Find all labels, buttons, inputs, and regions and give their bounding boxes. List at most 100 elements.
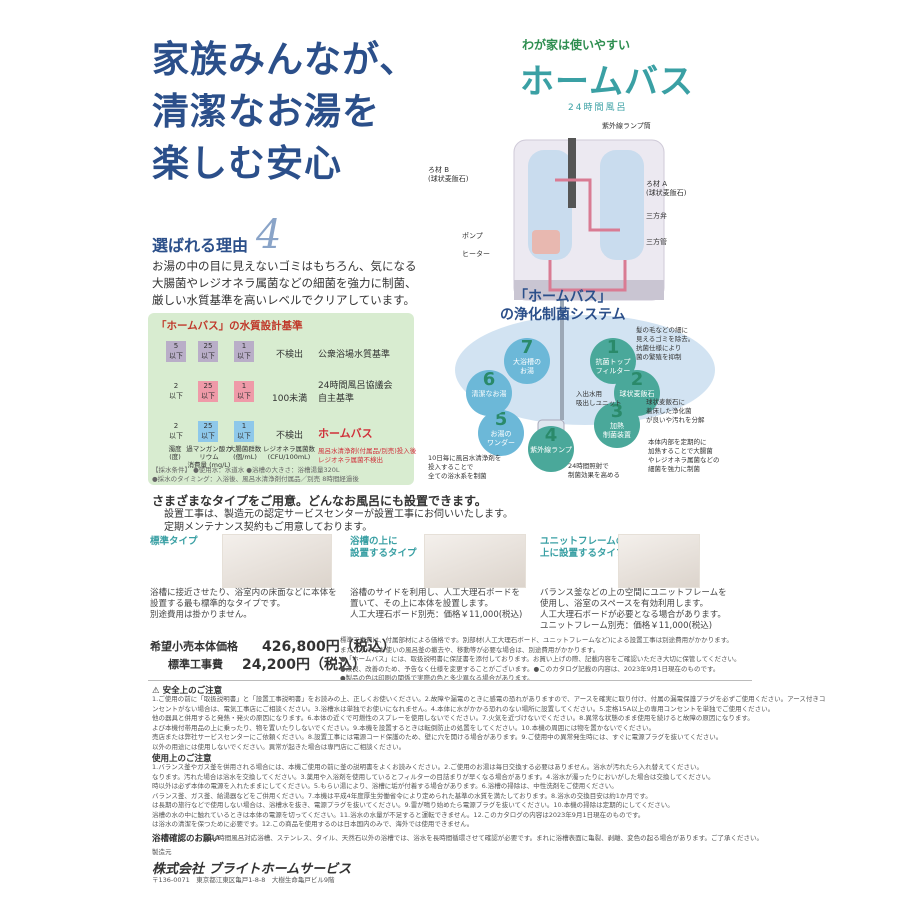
warning-icon: ⚠	[152, 686, 160, 696]
step-number: 4	[544, 425, 558, 446]
brand-name: ホームバス	[520, 62, 694, 102]
step-3: 3 加熱 制菌装置	[594, 402, 640, 448]
aftercare-line: 24時間風呂対応浴槽、ステンレス、タイル、天然石以外の浴槽では、浴水を長時間循環…	[210, 834, 763, 842]
headline: 家族みんなが、 清潔なお湯を 楽しむ安心	[152, 34, 492, 190]
desc-step4: 24時間照射で 制菌効果を高める	[568, 462, 620, 479]
type3-desc-line: 人工大理石ボードが必要となる場合があります。	[540, 610, 726, 620]
types-lead-sub: 設置工事は、製造元の認定サービスセンターが設置工事にお伺いいたします。 定期メン…	[164, 508, 513, 534]
price-note: また、すでにお使いの風呂釜の撤去や、移動等が必要な場合は、別途費用がかかります。	[340, 645, 600, 654]
intro-line: 大腸菌やレジオネラ属菌などの細菌を強力に制菌、	[152, 276, 417, 290]
price-install: 24,200円（税込）	[242, 657, 367, 673]
step-6: 6 清潔なお湯	[466, 370, 512, 416]
maker-name: 株式会社 ブライトホームサービス	[152, 862, 352, 877]
spec-row2-result: 100未満	[272, 394, 308, 404]
price-note: ●「ホームバス」には、取扱説明書に保証書を添付しております。お買い上げの際、記載…	[340, 655, 741, 663]
step-label: 紫外線ランプ	[530, 446, 572, 454]
spec-cell: 25 以下	[198, 421, 218, 442]
spec-cell: 25 以下	[198, 381, 218, 402]
types-lead-line: 設置工事は、製造元の認定サービスセンターが設置工事にお伺いいたします。	[164, 509, 513, 520]
spec-row3-brand: ホームバス	[318, 427, 373, 440]
type3-title-line: 上に設置するタイプ	[540, 548, 626, 559]
types-lead: さまざまなタイプをご用意。どんなお風呂にも設置できます。	[152, 494, 487, 508]
label-inout-unit: 入出水用 吸出しユニット	[576, 390, 622, 407]
aftercare-text: 24時間風呂対応浴槽、ステンレス、タイル、天然石以外の浴槽では、浴水を長時間循環…	[210, 834, 763, 844]
step-7: 7 大浴槽の お湯	[504, 338, 550, 384]
price-note: ●改良、改善のため、予告なく仕様を変更することがございます。●このカタログ記載の…	[340, 664, 720, 673]
desc-step-heat: 本体内部を定期的に 加熱することで大腸菌 やレジオネラ属菌などの 細菌を強力に制…	[648, 438, 720, 473]
step-label: お湯の ワンダー	[487, 430, 515, 447]
label-valve: 三方弁	[646, 212, 667, 220]
usage-line: なります。汚れた場合は浴水を交換してください。3.薬用や入浴剤を使用しているとフ…	[152, 772, 715, 781]
safety-line: 以外の用途には使用しないでください。異常が起きた場合は専門店にご相談ください。	[152, 742, 406, 751]
usage-line: 1.バランス釜やガス釜を併用される場合には、本機ご使用の前に釜の説明書をよくお読…	[152, 763, 704, 771]
spec-cell: 25 以下	[198, 341, 218, 362]
type3-title-line: ユニットフレームの	[540, 536, 626, 547]
desc-step5: 10日毎に風呂水清浄剤を 投入することで 全ての浴水系を制菌	[428, 454, 502, 480]
spec-row1-standard: 公衆浴場水質基準	[318, 350, 391, 360]
type1-desc: 浴槽に接近させたり、浴室内の床面などに本体を 設置する最も標準的なタイプです。 …	[150, 588, 337, 621]
step-number: 5	[494, 409, 508, 430]
desc-step3: 球状麦飯石に 着床した浄化菌 が良いや汚れを分解	[646, 398, 705, 424]
price-note: ●製品の色は印刷の関係で実際の色と多少異なる場合があります。	[340, 674, 534, 682]
intro-text: お湯の中の目に見えないゴミはもちろん、気になる 大腸菌やレジオネラ属菌などの細菌…	[152, 258, 477, 309]
step-5: 5 お湯の ワンダー	[478, 410, 524, 456]
divider	[148, 680, 752, 681]
usage-title: 使用上のご注意	[152, 754, 212, 764]
reason-label: 選ばれる理由	[152, 236, 249, 255]
type3-desc: バランス釜などの上の空間にユニットフレームを 使用し、浴室のスペースを有効利用し…	[540, 588, 727, 632]
safety-line: ンセントがない場合は、電気工事店にご相談ください。3.浴槽水は単独でお使いになれ…	[152, 704, 775, 713]
type2-desc-line: 人工大理石ボード別売：価格￥11,000(税込)	[350, 610, 523, 620]
step-number: 6	[482, 369, 496, 390]
step-label: 加熱 制菌装置	[603, 422, 631, 439]
brand-sub: 24時間風呂	[568, 103, 628, 113]
step-4: 4 紫外線ランプ	[528, 426, 574, 472]
label-pipe: 三方管	[646, 238, 667, 246]
type2-title-line: 設置するタイプ	[350, 548, 417, 559]
step-number: 1	[606, 337, 620, 358]
label-uv-lamp: 紫外線ランプ筒	[602, 122, 651, 130]
safety-line: よび本機付帯用品の上に乗ったり、物を置いたりしないでください。9.本機を設置する…	[152, 723, 655, 732]
system-title-1: 「ホームバス」	[514, 289, 612, 305]
type2-desc-line: 置いて、その上に本体を設置します。	[350, 599, 493, 609]
spec-cell: 1 以下	[234, 421, 254, 442]
usage-line: は長期の旅行などで使用しない場合は、浴槽水を抜き、電源プラグを抜いてください。9…	[152, 801, 674, 809]
price-label-main: 希望小売本体価格	[150, 640, 238, 653]
spec-cell: 5 以下	[166, 341, 186, 362]
spec-row3-result: 不検出	[276, 431, 304, 441]
spec-cell: 1 以下	[234, 381, 254, 402]
type3-desc-line: ユニットフレーム別売：価格￥11,000(税込)	[540, 621, 713, 631]
step-label: 抗菌トップ フィルター	[595, 358, 631, 375]
headline-line1: 家族みんなが、	[152, 38, 418, 81]
usage-line: は浴水の清潔を保つために必要です。12.この商品を使用するのは日本国内のみで、海…	[152, 820, 474, 828]
type1-desc-line: 浴槽に接近させたり、浴室内の床面などに本体を	[150, 588, 337, 598]
type1-photo	[222, 534, 332, 588]
type2-title-line: 浴槽の上に	[350, 536, 398, 547]
label-pump: ポンプ	[462, 232, 483, 240]
type2-title: 浴槽の上に 設置するタイプ	[350, 536, 417, 560]
brand-tagline: わが家は使いやすい	[522, 38, 631, 52]
spec-row1-result: 不検出	[276, 350, 304, 360]
usage-line: 時以外は必ず本体の電源を入れたままにしてください。5.もらい湯により、浴槽に垢が…	[152, 782, 618, 790]
maker-address: 〒136-0071 東京都江東区亀戸1-8-8 大樹生命亀戸ビル9階	[152, 876, 335, 884]
type3-photo	[618, 534, 700, 588]
intro-line: 厳しい水質基準を高いレベルでクリアしています。	[152, 293, 416, 307]
step-number: 7	[520, 337, 534, 358]
usage-line: 浴槽の水の中に触れているときは本体の電源を切ってください。11.浴水の水量が不足…	[152, 810, 645, 819]
label-filter-b: ろ材 B (球状麦飯石)	[428, 166, 469, 183]
spec-cell: 1 以下	[234, 341, 254, 362]
price-label-install: 標準工事費	[168, 658, 223, 671]
headline-line2: 清潔なお湯を	[152, 90, 380, 133]
price-note: 標準工事費は、付属部材による価格です。別部材(人工大理石ボード、ユニットフレーム…	[340, 636, 733, 644]
spec-condition: 【採水条件】 ●使用水：水道水 ●浴槽の大きさ：浴槽湯量320L	[152, 466, 340, 474]
spec-condition: ●採水のタイミング：入浴後、風呂水清浄剤付属品／別売 8時間経過後	[152, 475, 359, 483]
safety-line: 売店または弊社サービスセンターにご依頼ください。8.設置工事には電源コード保護の…	[152, 733, 723, 741]
type1-title: 標準タイプ	[150, 536, 198, 547]
types-lead-line: 定期メンテナンス契約もご用意しております。	[164, 522, 373, 533]
usage-text: 1.バランス釜やガス釜を併用される場合には、本機ご使用の前に釜の説明書をよくお読…	[152, 763, 752, 830]
headline-line3: 楽しむ安心	[152, 142, 342, 185]
aftercare-title: 浴槽確認のお願い	[152, 834, 221, 844]
label-filter-a: ろ材 A (球状麦飯石)	[646, 180, 687, 197]
type3-desc-line: バランス釜などの上の空間にユニットフレームを	[540, 588, 727, 598]
safety-text: 1.ご使用の前に「取扱説明書」と「設置工事説明書」をお読みの上、正しくお使いくだ…	[152, 695, 825, 752]
system-title-2: の浄化制菌システム	[500, 307, 626, 323]
